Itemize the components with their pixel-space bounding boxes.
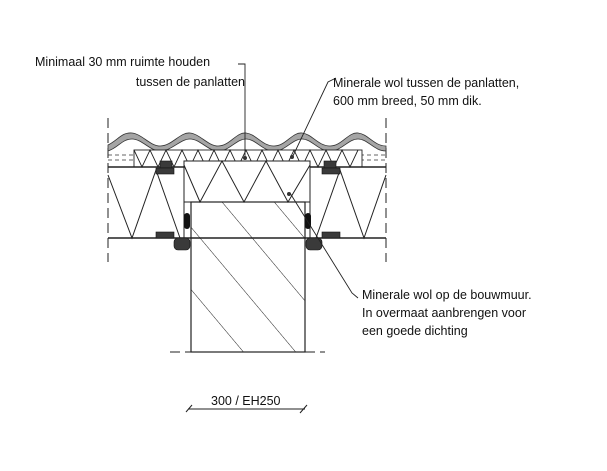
leader-dots bbox=[243, 155, 294, 196]
annotation-wool-battens-line1: Minerale wol tussen de panlatten, bbox=[333, 76, 519, 90]
annotation-wool-wall-line3: een goede dichting bbox=[362, 324, 468, 338]
annotation-wool-wall-line2: In overmaat aanbrengen voor bbox=[362, 306, 526, 320]
annotation-batten-space-line1: Minimaal 30 mm ruimte houden bbox=[35, 55, 210, 69]
annotation-wool-battens-line2: 600 mm breed, 50 mm dik. bbox=[333, 94, 482, 108]
annotation-batten-space-line2: tussen de panlatten bbox=[136, 75, 245, 89]
scale-indicator bbox=[185, 404, 308, 414]
masonry-wall bbox=[190, 201, 306, 353]
scale-label: 300 / EH250 bbox=[211, 394, 281, 408]
leader-lines bbox=[238, 63, 359, 299]
annotation-wool-wall-line1: Minerale wol op de bouwmuur. bbox=[362, 288, 532, 302]
counter-battens bbox=[155, 160, 341, 251]
